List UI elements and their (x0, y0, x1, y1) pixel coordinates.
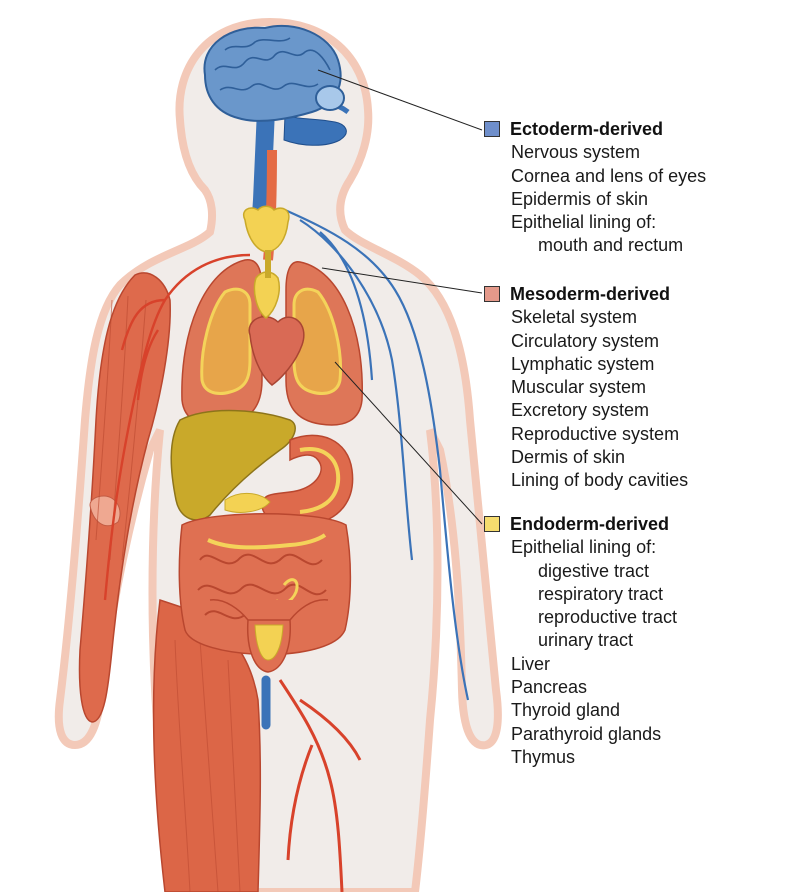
legend-item: Circulatory system (511, 330, 660, 351)
legend-head: Ectoderm-derived (484, 118, 706, 141)
legend-item: Thymus (511, 746, 576, 767)
uterus-lining (254, 624, 284, 661)
legend-item: Dermis of skin (511, 447, 626, 468)
intestine-lining (207, 533, 327, 550)
lung-right-lining (292, 287, 343, 395)
ectoderm-swatch (484, 121, 500, 137)
leader-endoderm (334, 361, 483, 525)
liver (170, 409, 296, 521)
legend-item: Lining of body cavities (511, 470, 689, 491)
legend-item: digestive tract (538, 560, 650, 581)
legend-endoderm: Endoderm-derived Epithelial lining of: d… (484, 513, 677, 769)
arteries-arm (103, 253, 251, 601)
endoderm-swatch (484, 516, 500, 532)
mesoderm-swatch (484, 286, 500, 302)
large-intestine (178, 513, 352, 656)
legend-item: Nervous system (511, 142, 641, 163)
pancreas (224, 493, 271, 513)
legend-item: Excretory system (511, 400, 650, 421)
legend-items: Epithelial lining of: digestive tract re… (484, 536, 677, 769)
stomach-lining (299, 447, 341, 514)
legend-item: Epithelial lining of: (511, 212, 657, 233)
legend-item: Cornea and lens of eyes (511, 165, 707, 186)
legend-items: Nervous system Cornea and lens of eyes E… (484, 141, 706, 257)
legend-ectoderm: Ectoderm-derived Nervous system Cornea a… (484, 118, 706, 258)
legend-item: mouth and rectum (538, 235, 684, 256)
leader-mesoderm (321, 267, 483, 294)
eye-lens (315, 85, 345, 111)
nerves (284, 208, 470, 701)
legend-item: Skeletal system (511, 307, 638, 328)
legend-item: Muscular system (511, 377, 647, 398)
legend-item: Parathyroid glands (511, 723, 662, 744)
legend-item: Epidermis of skin (511, 188, 649, 209)
legend-item: Liver (511, 653, 551, 674)
legend-item: Reproductive system (511, 423, 680, 444)
legend-title: Mesoderm-derived (510, 284, 671, 304)
brain (203, 24, 342, 122)
legend-item: Epithelial lining of: (511, 537, 657, 558)
legend-item: reproductive tract (538, 607, 678, 628)
legend-title: Endoderm-derived (510, 514, 670, 534)
legend-item: urinary tract (538, 630, 634, 651)
arm-muscle (78, 272, 171, 723)
brain-folds (214, 37, 331, 91)
legend-item: Pancreas (511, 677, 588, 698)
legend-items: Skeletal system Circulatory system Lymph… (484, 306, 688, 492)
legend-mesoderm: Mesoderm-derived Skeletal system Circula… (484, 283, 688, 493)
legend-item: Thyroid gland (511, 700, 621, 721)
arteries-leg (278, 679, 362, 892)
legend-item: Lymphatic system (511, 353, 655, 374)
legend-head: Endoderm-derived (484, 513, 677, 536)
lung-left-lining (200, 287, 252, 395)
legend-item: respiratory tract (538, 583, 664, 604)
legend-title: Ectoderm-derived (510, 119, 664, 139)
legend-head: Mesoderm-derived (484, 283, 688, 306)
mouth-lining (283, 114, 347, 146)
leader-ectoderm (317, 69, 483, 131)
leg-muscle-line (174, 639, 241, 892)
